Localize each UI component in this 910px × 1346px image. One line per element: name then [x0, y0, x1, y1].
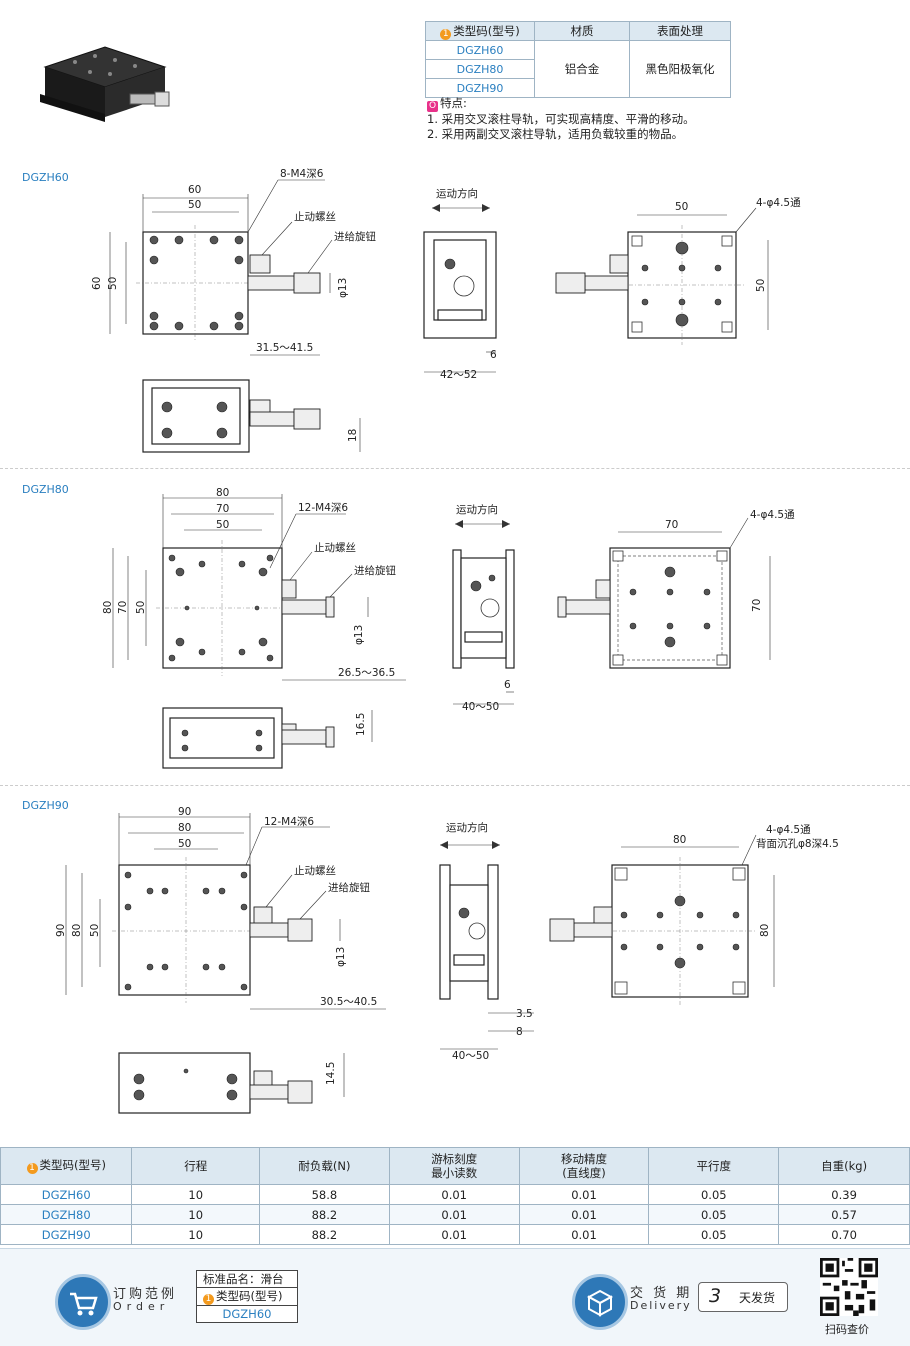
svg-text:8-M4深6: 8-M4深6	[280, 168, 324, 180]
product-photo	[40, 46, 170, 122]
feature-bullet-icon: O	[427, 101, 438, 112]
svg-text:50: 50	[755, 279, 767, 292]
delivery-box-icon	[572, 1274, 628, 1330]
svg-text:30.5～40.5: 30.5～40.5	[320, 996, 377, 1008]
svg-text:80: 80	[216, 487, 229, 499]
svg-text:止动螺丝: 止动螺丝	[294, 211, 336, 223]
svg-text:50: 50	[188, 199, 201, 211]
numbered-bullet-icon: 1	[26, 1163, 38, 1174]
svg-text:φ13: φ13	[335, 947, 347, 967]
svg-text:16.5: 16.5	[355, 713, 367, 736]
svg-text:50: 50	[216, 519, 229, 531]
svg-text:4-φ4.5通: 4-φ4.5通	[766, 824, 811, 836]
svg-text:进给旋钮: 进给旋钮	[334, 230, 376, 243]
drawing-dgzh90: 90 80 50 90 80 50 12-M4深6 止动螺丝 进给旋钮 φ13 30…	[55, 806, 839, 1114]
svg-text:止动螺丝: 止动螺丝	[294, 865, 336, 877]
section-label: DGZH60	[22, 171, 69, 184]
svg-text:运动方向: 运动方向	[446, 821, 488, 834]
svg-text:80: 80	[673, 834, 686, 846]
svg-text:背面沉孔φ8深4.5: 背面沉孔φ8深4.5	[756, 837, 839, 850]
spec-surface: 黑色阳极氧化	[629, 40, 731, 98]
delivery-subtitle: Delivery	[630, 1299, 692, 1312]
section-label: DGZH90	[22, 799, 69, 812]
svg-text:12-M4深6: 12-M4深6	[298, 502, 348, 514]
section-label: DGZH80	[22, 483, 69, 496]
svg-text:60: 60	[91, 277, 103, 290]
cart-icon	[55, 1274, 111, 1330]
svg-text:4-φ4.5通: 4-φ4.5通	[750, 509, 795, 521]
delivery-title: 交 货 期	[630, 1286, 693, 1301]
svg-text:70: 70	[665, 519, 678, 531]
svg-text:40～50: 40～50	[462, 701, 499, 713]
svg-text:φ13: φ13	[353, 625, 365, 645]
svg-text:80: 80	[759, 924, 771, 937]
svg-text:18: 18	[347, 429, 359, 442]
svg-text:8: 8	[516, 1026, 523, 1038]
qr-label: 扫码查价	[825, 1323, 869, 1336]
svg-text:50: 50	[89, 924, 101, 937]
svg-text:14.5: 14.5	[325, 1062, 337, 1085]
spec-code: DGZH60	[425, 40, 535, 60]
svg-text:50: 50	[135, 601, 147, 614]
svg-text:80: 80	[178, 822, 191, 834]
svg-text:70: 70	[751, 599, 763, 612]
order-subtitle: Order	[113, 1300, 170, 1313]
svg-text:80: 80	[102, 601, 114, 614]
svg-text:50: 50	[675, 201, 688, 213]
svg-text:42～52: 42～52	[440, 369, 477, 381]
svg-text:运动方向: 运动方向	[436, 187, 478, 200]
svg-text:止动螺丝: 止动螺丝	[314, 542, 356, 554]
svg-text:70: 70	[117, 601, 129, 614]
numbered-bullet-icon: 1	[440, 28, 452, 40]
svg-text:3.5: 3.5	[516, 1008, 533, 1020]
svg-text:φ13: φ13	[337, 278, 349, 298]
svg-text:50: 50	[178, 838, 191, 850]
svg-text:40～50: 40～50	[452, 1050, 489, 1062]
drawing-dgzh60: 60 50 60 50 8-M4深6 止动螺丝 进给旋钮 φ13 31.5～41.…	[91, 168, 801, 453]
svg-text:进给旋钮: 进给旋钮	[328, 881, 370, 894]
delivery-days: 3 天发货	[698, 1282, 788, 1312]
svg-text:80: 80	[71, 924, 83, 937]
spec-code: DGZH90	[425, 78, 535, 98]
svg-text:26.5～36.5: 26.5～36.5	[338, 667, 395, 679]
svg-text:6: 6	[490, 349, 497, 361]
svg-text:运动方向: 运动方向	[456, 503, 498, 516]
svg-text:50: 50	[107, 277, 119, 290]
svg-text:4-φ4.5通: 4-φ4.5通	[756, 197, 801, 209]
svg-text:进给旋钮: 进给旋钮	[354, 564, 396, 577]
svg-text:31.5～41.5: 31.5～41.5	[256, 342, 313, 354]
svg-text:90: 90	[55, 924, 67, 937]
order-title: 订购范例	[113, 1287, 178, 1302]
numbered-bullet-icon: 1	[203, 1294, 214, 1305]
spec-material: 铝合金	[534, 40, 630, 98]
svg-text:60: 60	[188, 184, 201, 196]
svg-text:12-M4深6: 12-M4深6	[264, 816, 314, 828]
spec-code: DGZH80	[425, 59, 535, 79]
svg-text:6: 6	[504, 679, 511, 691]
qr-code-icon[interactable]	[820, 1258, 878, 1316]
svg-text:90: 90	[178, 806, 191, 818]
svg-text:70: 70	[216, 503, 229, 515]
